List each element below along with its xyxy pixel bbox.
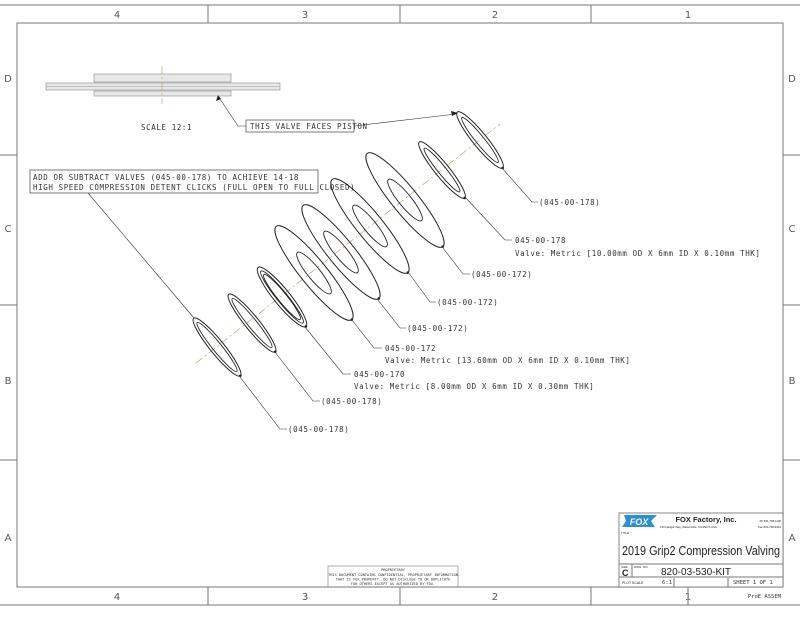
col-label: 3	[302, 592, 308, 603]
valve-stack	[192, 111, 504, 378]
col-label: 2	[492, 592, 498, 603]
valve-shim	[456, 111, 504, 170]
callout-part: (045-00-178)	[321, 397, 382, 406]
col-label: 1	[685, 10, 691, 21]
drawing-number: 820-03-530-KIT	[661, 567, 731, 578]
plot-scale-label: PLOT SCALE	[622, 581, 644, 585]
callout-desc: Valve: Metric [10.00mm OD X 6mm ID X 0.1…	[515, 249, 761, 258]
proprietary-heading: PROPRIETARY	[381, 568, 406, 572]
side-view-stack: SCALE 12:1	[45, 66, 281, 132]
drawing-title: 2019 Grip2 Compression Valving	[622, 544, 780, 558]
row-label: B	[5, 376, 12, 387]
row-label: A	[5, 533, 12, 544]
title-label: TITLE	[621, 531, 629, 535]
valve-edge	[301, 204, 381, 300]
footer-label: ProE ASSEM	[748, 594, 782, 600]
col-label: 2	[492, 10, 498, 21]
valve-edge	[461, 117, 499, 163]
valve-edge	[260, 270, 304, 324]
adjust-note-line2: HIGH SPEED COMPRESSION DETENT CLICKS (FU…	[33, 183, 355, 192]
leader-dot	[273, 350, 277, 354]
valve-edge	[365, 152, 445, 248]
scale-label: SCALE 12:1	[141, 123, 192, 132]
callout-part: 045-00-170	[354, 370, 405, 379]
valve-shim	[192, 317, 242, 378]
valve-edge	[196, 321, 238, 373]
callout-desc: Valve: Metric [8.00mm OD X 6mm ID X 0.30…	[354, 382, 594, 391]
leader-dot	[377, 297, 381, 300]
row-label: D	[4, 74, 12, 85]
row-label: C	[789, 224, 796, 235]
valve-edge	[296, 251, 332, 295]
valve-shim	[274, 225, 354, 321]
valve-shim	[256, 266, 308, 328]
col-label: 3	[302, 10, 308, 21]
callout-part: (045-00-172)	[471, 270, 532, 279]
dwg-no-label: DWG. NO.	[634, 565, 648, 569]
piston-note-text: THIS VALVE FACES PISTON	[250, 122, 368, 131]
col-label: 4	[114, 592, 120, 603]
company-name: FOX Factory, Inc.	[675, 515, 736, 524]
valve-shim	[418, 141, 466, 200]
col-label: 4	[114, 10, 120, 21]
callout-part: (045-00-178)	[539, 198, 600, 207]
proprietary-line: FOR OTHERS EXCEPT AS AUTHORIZED BY FOX.	[351, 582, 435, 586]
proprietary-line: THAT IS FOX PROPERTY. DO NOT DISCLOSE TO…	[336, 578, 451, 582]
row-label: C	[5, 224, 12, 235]
row-label: B	[789, 376, 796, 387]
sheet-number: SHEET 1 OF 1	[733, 580, 773, 586]
row-label: A	[789, 533, 796, 544]
callout-part: (045-00-178)	[288, 425, 349, 434]
valve-edge	[423, 147, 461, 193]
valve-shim	[301, 204, 381, 300]
valve-edge	[263, 273, 301, 321]
valve-shim	[365, 152, 445, 248]
title-block: FOX FOX Factory, Inc. 130 Hangar Way, Wa…	[618, 512, 784, 605]
svg-text:FOX: FOX	[630, 517, 649, 527]
row-label: D	[788, 74, 796, 85]
size-label: SIZE	[621, 565, 628, 569]
valve-edge	[274, 225, 354, 321]
zone-labels: 4 3 2 1 4 3 2 1 D C B A D C B A	[4, 10, 796, 603]
valve-edge	[456, 111, 504, 169]
adjust-note: ADD OR SUBTRACT VALVES (045-00-178) TO A…	[29, 169, 355, 319]
valve-edge	[418, 141, 466, 199]
adjust-note-line1: ADD OR SUBTRACT VALVES (045-00-178) TO A…	[33, 173, 299, 182]
valve-shim	[227, 293, 277, 354]
valve-edge	[387, 178, 423, 222]
valve-edge	[231, 297, 273, 349]
leader-dot	[441, 245, 445, 248]
callout-part: 045-00-172	[385, 344, 436, 353]
proprietary-notice: PROPRIETARY THIS DOCUMENT CONTAINS CONFI…	[327, 565, 459, 588]
leader-dot	[406, 271, 410, 274]
callout-part: (045-00-172)	[437, 298, 498, 307]
callout-desc: Valve: Metric [13.60mm OD X 6mm ID X 0.1…	[385, 356, 631, 365]
piston-note: THIS VALVE FACES PISTON	[216, 95, 458, 133]
callout-part: (045-00-172)	[407, 324, 468, 333]
company-phone: Ph 831-768-1100	[760, 519, 782, 523]
valve-edge	[352, 204, 388, 248]
leader-dot	[501, 166, 504, 170]
fox-logo: FOX	[622, 515, 657, 527]
valve-edge	[323, 230, 359, 274]
company-fax: Fax 831-768-9312	[758, 525, 781, 529]
plot-scale-value: 6:1	[662, 580, 672, 586]
leader-dot	[238, 374, 242, 378]
callouts: (045-00-178) 045-00-178 Valve: Metric [1…	[239, 167, 761, 434]
size-value: C	[622, 568, 629, 578]
company-address: 130 Hangar Way, Watsonville, CA 95076 US…	[660, 525, 717, 529]
proprietary-line: THIS DOCUMENT CONTAINS CONFIDENTIAL, PRO…	[328, 573, 458, 577]
valve-shim	[330, 178, 410, 274]
callout-part: 045-00-178	[515, 236, 566, 245]
